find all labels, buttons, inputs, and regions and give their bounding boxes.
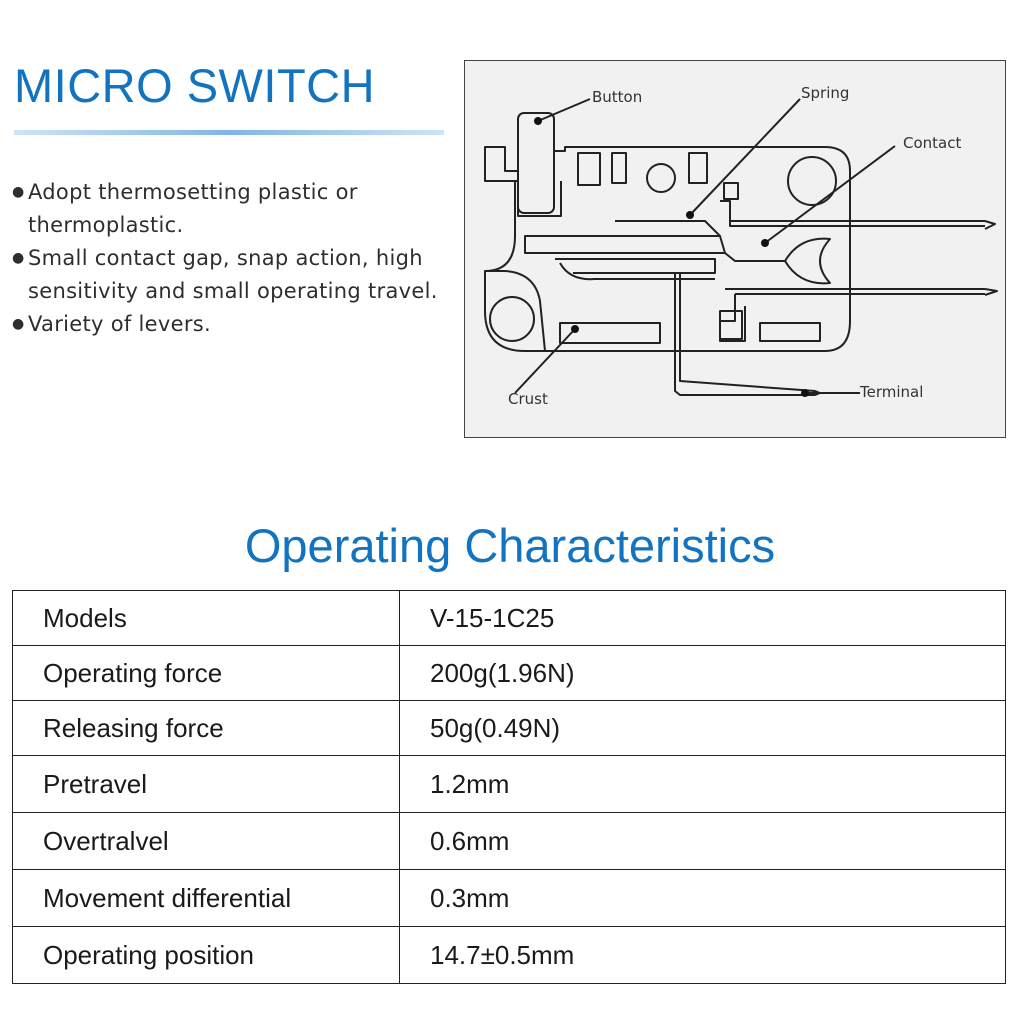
table-row: Overtralvel 0.6mm [12,812,1006,870]
feature-list: ● Adopt thermosetting plastic or thermop… [12,176,462,341]
spec-name: Operating position [12,926,400,984]
spec-name: Movement differential [12,869,400,927]
spec-name: Models [12,590,400,646]
spec-name: Releasing force [12,700,400,756]
spec-value: 0.6mm [399,812,1006,870]
section-title: Operating Characteristics [244,519,776,572]
table-row: Operating position 14.7±0.5mm [12,926,1006,984]
spec-value: 50g(0.49N) [399,700,1006,756]
spec-value: 200g(1.96N) [399,645,1006,701]
spec-name: Pretravel [12,755,400,813]
bullet-icon: ● [12,250,25,266]
contact-label: Contact [903,134,962,152]
feature-item: ● Adopt thermosetting plastic or thermop… [12,176,462,242]
table-row: Models V-15-1C25 [12,590,1006,646]
table-row: Operating force 200g(1.96N) [12,645,1006,701]
feature-item: ● Variety of levers. [12,308,462,341]
bullet-icon: ● [12,184,25,200]
spec-name: Operating force [12,645,400,701]
spec-value: V-15-1C25 [399,590,1006,646]
table-row: Pretravel 1.2mm [12,755,1006,813]
spec-value: 14.7±0.5mm [399,926,1006,984]
bullet-icon: ● [12,316,25,332]
spring-label: Spring [801,84,850,102]
feature-text: Adopt thermosetting plastic or thermopla… [28,180,358,237]
button-label: Button [592,88,643,106]
table-row: Movement differential 0.3mm [12,869,1006,927]
spec-value: 1.2mm [399,755,1006,813]
crust-label: Crust [508,390,548,408]
terminal-label: Terminal [860,383,924,401]
feature-text: Small contact gap, snap action, high sen… [28,246,438,303]
page-title: MICRO SWITCH [14,59,376,112]
switch-drawing [484,98,998,397]
operating-characteristics-table: Models V-15-1C25 Operating force 200g(1.… [12,590,1006,984]
feature-text: Variety of levers. [28,312,211,336]
title-underline [14,130,444,135]
switch-diagram: Button Spring Contact Crust Terminal [464,60,1006,438]
spec-name: Overtralvel [12,812,400,870]
feature-item: ● Small contact gap, snap action, high s… [12,242,462,308]
table-row: Releasing force 50g(0.49N) [12,700,1006,756]
spec-value: 0.3mm [399,869,1006,927]
